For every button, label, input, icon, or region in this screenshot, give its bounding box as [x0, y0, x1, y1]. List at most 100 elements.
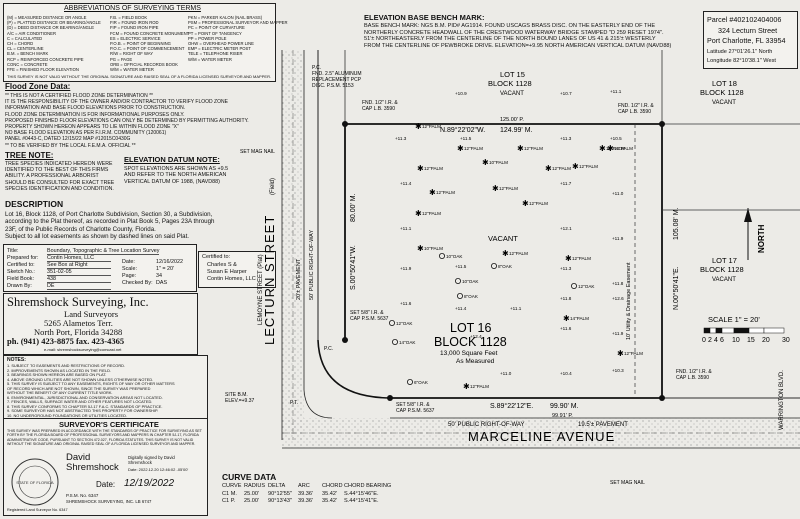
abbreviation-entry: PT = POINT OF TANGENCY	[188, 30, 242, 36]
abbreviation-entry: F.B. = FIELD BOOK	[110, 15, 148, 20]
spot-elevation: +11.7	[560, 181, 572, 186]
palm-tree-icon: ✱	[563, 314, 570, 323]
spot-elevation: +11.3	[560, 136, 572, 141]
tree-label: 12"PALM	[606, 146, 625, 151]
palm-tree-icon: ✱	[572, 162, 579, 171]
south-line-bearing: S.89°22'12"E.	[490, 402, 533, 410]
company-phone: ph. (941) 423-8875 fax. 423-4365	[7, 336, 125, 346]
spot-elevation: +11.3	[560, 266, 572, 271]
curve-table-cell: 35.42'	[322, 490, 338, 497]
abbreviation-entry: FIP = FOUND IRON PIPE	[110, 25, 159, 31]
flood-zone-line: INFORMATION AND BASE FLOOD ELEVATIONS PR…	[5, 105, 186, 112]
spot-elevation: +11.4	[455, 306, 467, 311]
seal-text: STATE OF FLORIDA	[16, 480, 54, 485]
curve-table-header: CHORD	[322, 483, 343, 489]
trees-layer: ✱12"PALM✱12"PALM✱12"PALM✱10"PALM✱12"PALM…	[388, 122, 643, 391]
tree-label: 12"PALM	[524, 146, 543, 151]
notes-line: 4. ABOVE GROUND UTILITIES ARE NOT SHOWN …	[7, 376, 154, 382]
parcel-longitude: Longitude 82°10'38.1" West	[707, 58, 776, 64]
oak-tree-icon	[391, 338, 398, 345]
fnd-ne-1: FND. 1/2" I.R. &	[618, 103, 654, 109]
oak-tree-icon	[456, 292, 463, 299]
spot-elevation: +11.0	[612, 191, 624, 196]
abbreviation-entry: B.M. = BENCH MARK	[7, 51, 49, 57]
palm-tree-icon: ✱	[607, 144, 614, 153]
datum-note-title: ELEVATION DATUM NOTE:	[124, 155, 220, 164]
pc-top-3: REPLACEMENT PCP	[312, 77, 362, 83]
tree-label: 12"PALM	[436, 190, 455, 195]
company-subtitle: Land Surveyors	[64, 309, 119, 319]
flood-zone-line: FLOOD ZONE DETERMINATION IS FOR INFORMAT…	[5, 111, 185, 118]
tree-label: 12"OAK	[396, 321, 413, 326]
title-block-value: See Box at Right	[47, 262, 111, 269]
tree-label: 12"PALM	[424, 166, 443, 171]
tree-label: 12"PALM	[552, 166, 571, 171]
title-block-value: DAS	[156, 280, 168, 286]
palm-tree-icon: ✱	[429, 188, 436, 197]
abbreviation-entry: CH = CHORD	[7, 41, 34, 46]
curve-table-header: RADIUS	[244, 483, 266, 489]
pc-top-4: DISC. P.S.M. 5153	[312, 83, 354, 89]
east-line-bearing: N.00°50'41"E.	[672, 266, 680, 310]
abbreviation-entry: PG = PAGE	[110, 56, 133, 62]
west-line-dist: 80.00' M.	[350, 193, 357, 222]
spot-elevation: +11.8	[560, 296, 572, 301]
title-block-label: Page:	[122, 273, 137, 279]
curve-table-cell: 39.36'	[298, 490, 314, 497]
title-block-label: Sketch No.:	[7, 269, 35, 275]
tree-label: 10"PALM	[489, 160, 508, 165]
curve-table-cell: 90°13'43"	[268, 498, 292, 504]
notes-box: NOTES: 1. SUBJECT TO EASEMENTS AND RESTR…	[3, 355, 208, 419]
scale-bar-segment	[748, 327, 765, 334]
lot-16-label: LOT 16	[450, 321, 492, 335]
curve-table-cell: 25.00'	[244, 490, 260, 497]
title-block-label: Scale:	[122, 266, 137, 272]
pc-top-2: FND. 2.5" ALUMINUM	[312, 71, 362, 77]
north-label: NORTH	[757, 224, 766, 253]
title-block-value: 1" = 20'	[156, 266, 175, 272]
abbreviation-entry: CONC = CONCRETE	[7, 61, 48, 67]
curve-data-title: CURVE DATA	[222, 472, 277, 482]
cert-date-label: Date:	[96, 480, 116, 489]
spot-elevation: +11.4	[400, 181, 412, 186]
oak-tree-icon	[490, 262, 497, 269]
curve-table-cell: S.44°15'46"E.	[344, 490, 379, 497]
title-block-label: Field Book:	[7, 276, 34, 282]
fnd-nw-2: CAP L.B. 3590	[362, 106, 395, 112]
title-block-label: Drawn By:	[7, 283, 32, 289]
fnd-nw-1: FND. 1/2" I.R. &	[362, 100, 398, 106]
notes-line: OF RECORD WHICH ARE NOT SHOWN, SINCE THE…	[7, 385, 151, 391]
curve-table-cell: C1 P.	[222, 498, 236, 504]
abbreviation-entry: (D) = DEED DISTANCE OR BEARING/ANGLE	[7, 25, 95, 31]
north-line-bearing: N.89°22'02"W.	[440, 126, 485, 134]
bench-mark-line: NORTHERLY CONCRETE HEADWALL OF THE CREST…	[364, 29, 664, 36]
abbreviation-entry: R/W = RIGHT OF WAY	[110, 51, 154, 57]
abbreviations-box: ABBREVIATIONS OF SURVEYING TERMS (M) = M…	[3, 3, 287, 82]
curve-table-cell: 25.00'	[244, 498, 260, 504]
abbreviations-title: ABBREVIATIONS OF SURVEYING TERMS	[64, 5, 201, 12]
certified-to-name: Contin Homes, LLC	[207, 276, 256, 282]
spot-elevation: +10.3	[612, 368, 624, 373]
lecturn-row-label: 50' PUBLIC RIGHT-OF-WAY	[309, 230, 315, 300]
curve-table-cell: 39.36'	[298, 498, 314, 504]
lot-17-status: VACANT	[712, 277, 736, 283]
title-block-value: 34	[156, 273, 162, 279]
tree-label: 10"OAK	[462, 279, 479, 284]
curve-table-cell: 35.42'	[322, 498, 338, 504]
title-block-value: 438	[47, 276, 111, 283]
lemoyne-street-label: LEMOYNE STREET (Plat)	[258, 254, 264, 325]
surveyor-certificate-text: THIS SURVEY WAS PREPARED IN ACCORDANCE W…	[7, 429, 202, 446]
lot-18-block: BLOCK 1128	[700, 88, 744, 97]
description-title: DESCRIPTION	[5, 199, 64, 209]
scale-tick-label: 10	[732, 337, 740, 344]
notes-line: 8. THIS SURVEY CONFORMS TO CHAPTER 5J-17…	[7, 403, 163, 409]
abbreviation-entry: FFE = FINISHED FLOOR ELEVATION	[7, 67, 79, 72]
monument-ne	[659, 121, 665, 127]
fnd-se-2: CAP L.B. 3590	[676, 375, 709, 381]
notes-line: 9. SOME SURVEYOR HAS NOT ABSTRACTED THIS…	[7, 408, 159, 413]
notes-title: NOTES:	[7, 357, 26, 363]
title-block-value: DE	[47, 283, 111, 290]
palm-tree-icon: ✱	[457, 144, 464, 153]
surveyor-name: David Shremshock	[66, 452, 119, 473]
